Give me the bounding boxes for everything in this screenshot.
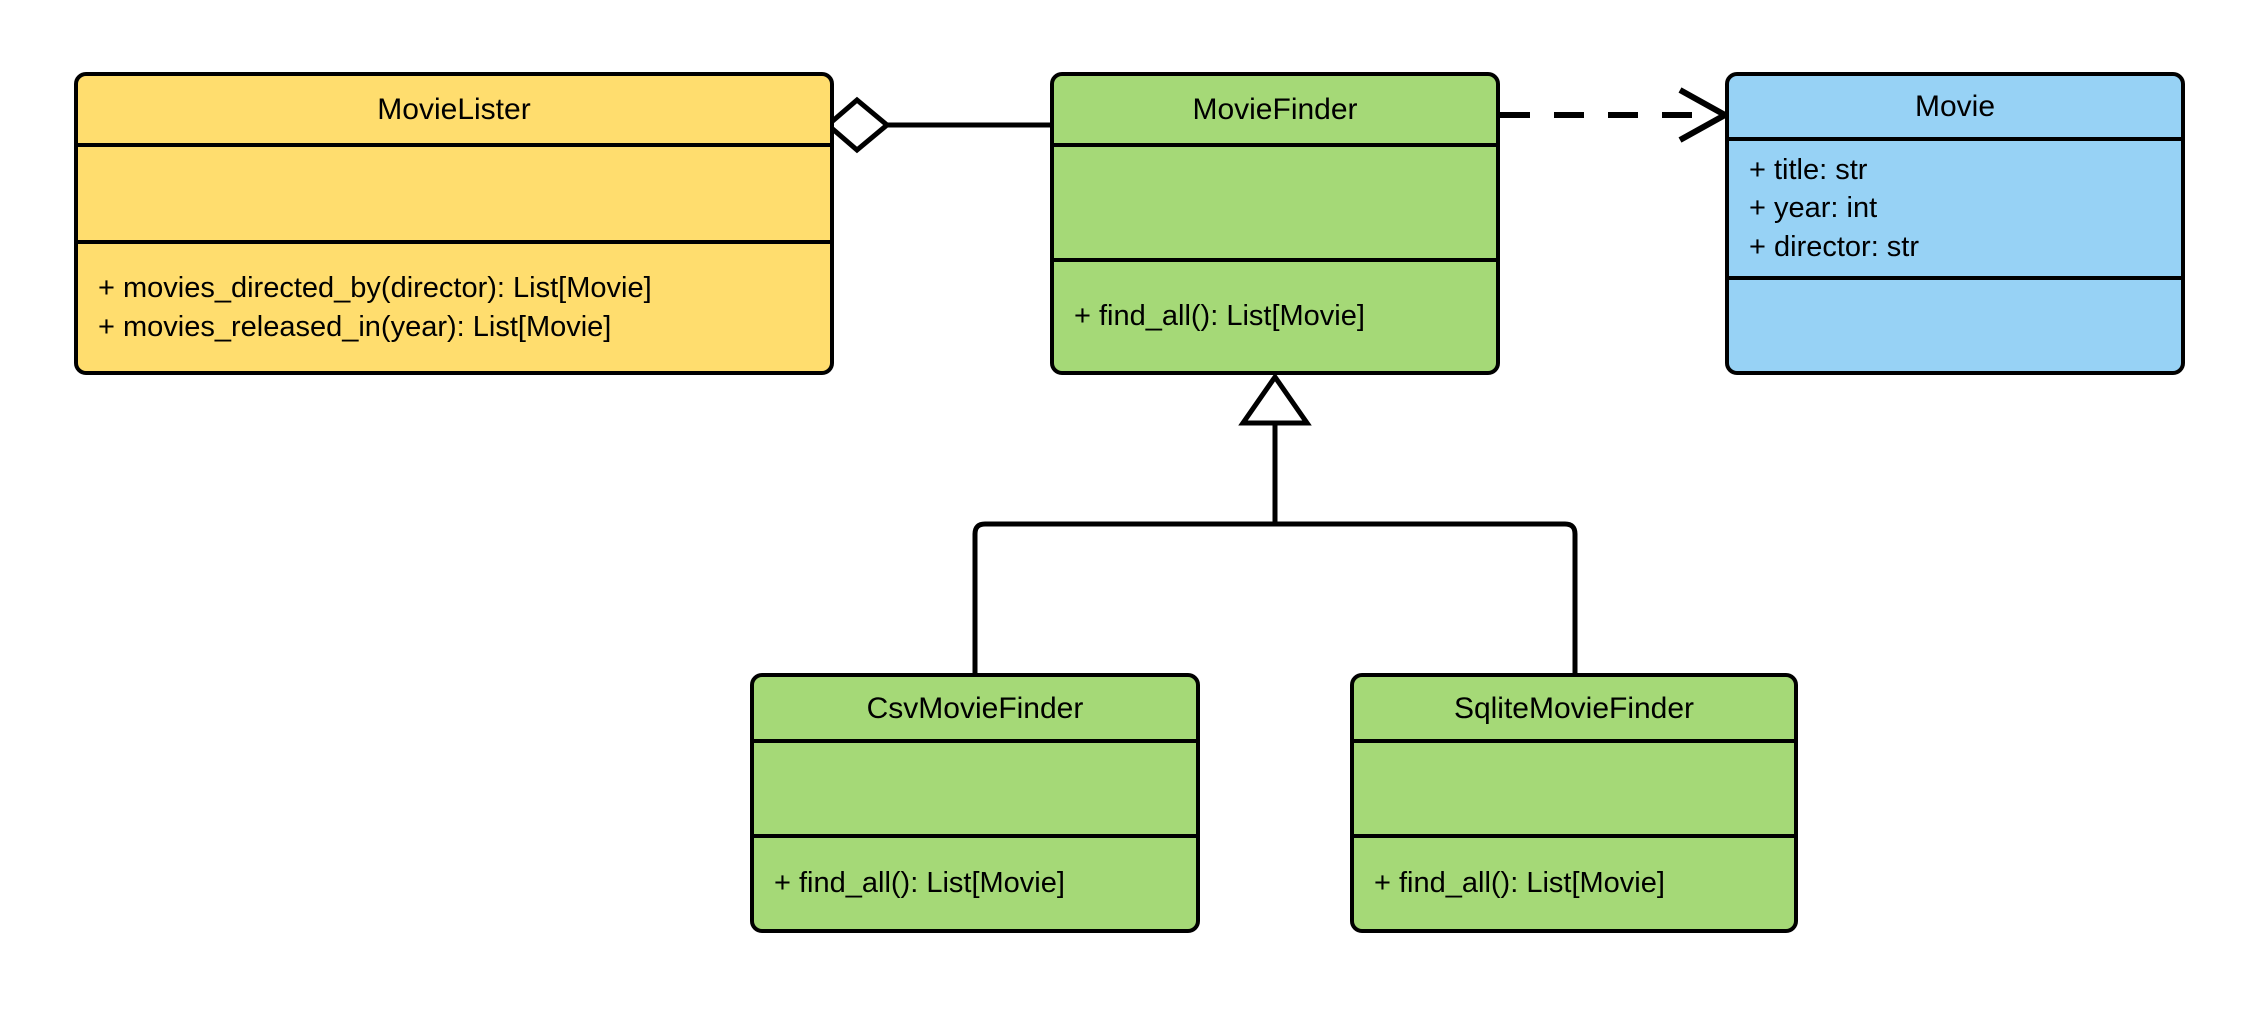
attributes-compartment-movie-finder xyxy=(1054,147,1496,262)
class-box-csv-movie-finder[interactable]: CsvMovieFinder + find_all(): List[Movie] xyxy=(750,673,1200,933)
methods-compartment-movie-lister: + movies_directed_by(director): List[Mov… xyxy=(78,244,830,371)
class-title-movie-lister: MovieLister xyxy=(377,93,531,126)
open-arrow-marker xyxy=(1678,87,1732,143)
class-name-compartment-movie-lister: MovieLister xyxy=(78,76,830,147)
attributes-compartment-movie: + title: str + year: int + director: str xyxy=(1729,141,2181,280)
attributes-compartment-sqlite-movie-finder xyxy=(1354,743,1794,838)
class-box-sqlite-movie-finder[interactable]: SqliteMovieFinder + find_all(): List[Mov… xyxy=(1350,673,1798,933)
class-name-compartment-movie: Movie xyxy=(1729,76,2181,141)
class-name-compartment-sqlite-movie-finder: SqliteMovieFinder xyxy=(1354,677,1794,743)
class-title-movie-finder: MovieFinder xyxy=(1192,93,1358,126)
class-box-movie-lister[interactable]: MovieLister + movies_directed_by(directo… xyxy=(74,72,834,375)
attribute-item: + director: str xyxy=(1749,230,1920,263)
class-name-compartment-movie-finder: MovieFinder xyxy=(1054,76,1496,147)
method-item: + movies_directed_by(director): List[Mov… xyxy=(98,272,652,305)
hollow-diamond-marker xyxy=(824,96,891,154)
methods-compartment-sqlite-movie-finder: + find_all(): List[Movie] xyxy=(1354,838,1794,929)
edge-aggregation-lister-to-finder xyxy=(824,96,1050,154)
method-item: + find_all(): List[Movie] xyxy=(1074,300,1365,333)
class-box-movie[interactable]: Movie + title: str + year: int + directo… xyxy=(1725,72,2185,375)
class-name-compartment-csv-movie-finder: CsvMovieFinder xyxy=(754,677,1196,743)
methods-compartment-csv-movie-finder: + find_all(): List[Movie] xyxy=(754,838,1196,929)
attribute-item: + year: int xyxy=(1749,192,1878,225)
class-title-sqlite-movie-finder: SqliteMovieFinder xyxy=(1453,691,1695,725)
methods-compartment-movie xyxy=(1729,280,2181,371)
edge-generalization-subclasses-to-finder xyxy=(972,372,1578,673)
class-title-movie: Movie xyxy=(1914,90,1996,123)
method-item: + find_all(): List[Movie] xyxy=(1374,867,1665,900)
attributes-compartment-csv-movie-finder xyxy=(754,743,1196,838)
class-title-csv-movie-finder: CsvMovieFinder xyxy=(866,691,1084,725)
hollow-triangle-marker xyxy=(1238,372,1312,426)
generalization-bus xyxy=(972,521,1578,673)
class-box-movie-finder[interactable]: MovieFinder + find_all(): List[Movie] xyxy=(1050,72,1500,375)
methods-compartment-movie-finder: + find_all(): List[Movie] xyxy=(1054,262,1496,371)
method-item: + find_all(): List[Movie] xyxy=(774,867,1065,900)
attribute-item: + title: str xyxy=(1749,154,1868,187)
method-item: + movies_released_in(year): List[Movie] xyxy=(98,310,612,343)
edge-dependency-finder-to-movie xyxy=(1500,87,1732,143)
attributes-compartment-movie-lister xyxy=(78,147,830,244)
